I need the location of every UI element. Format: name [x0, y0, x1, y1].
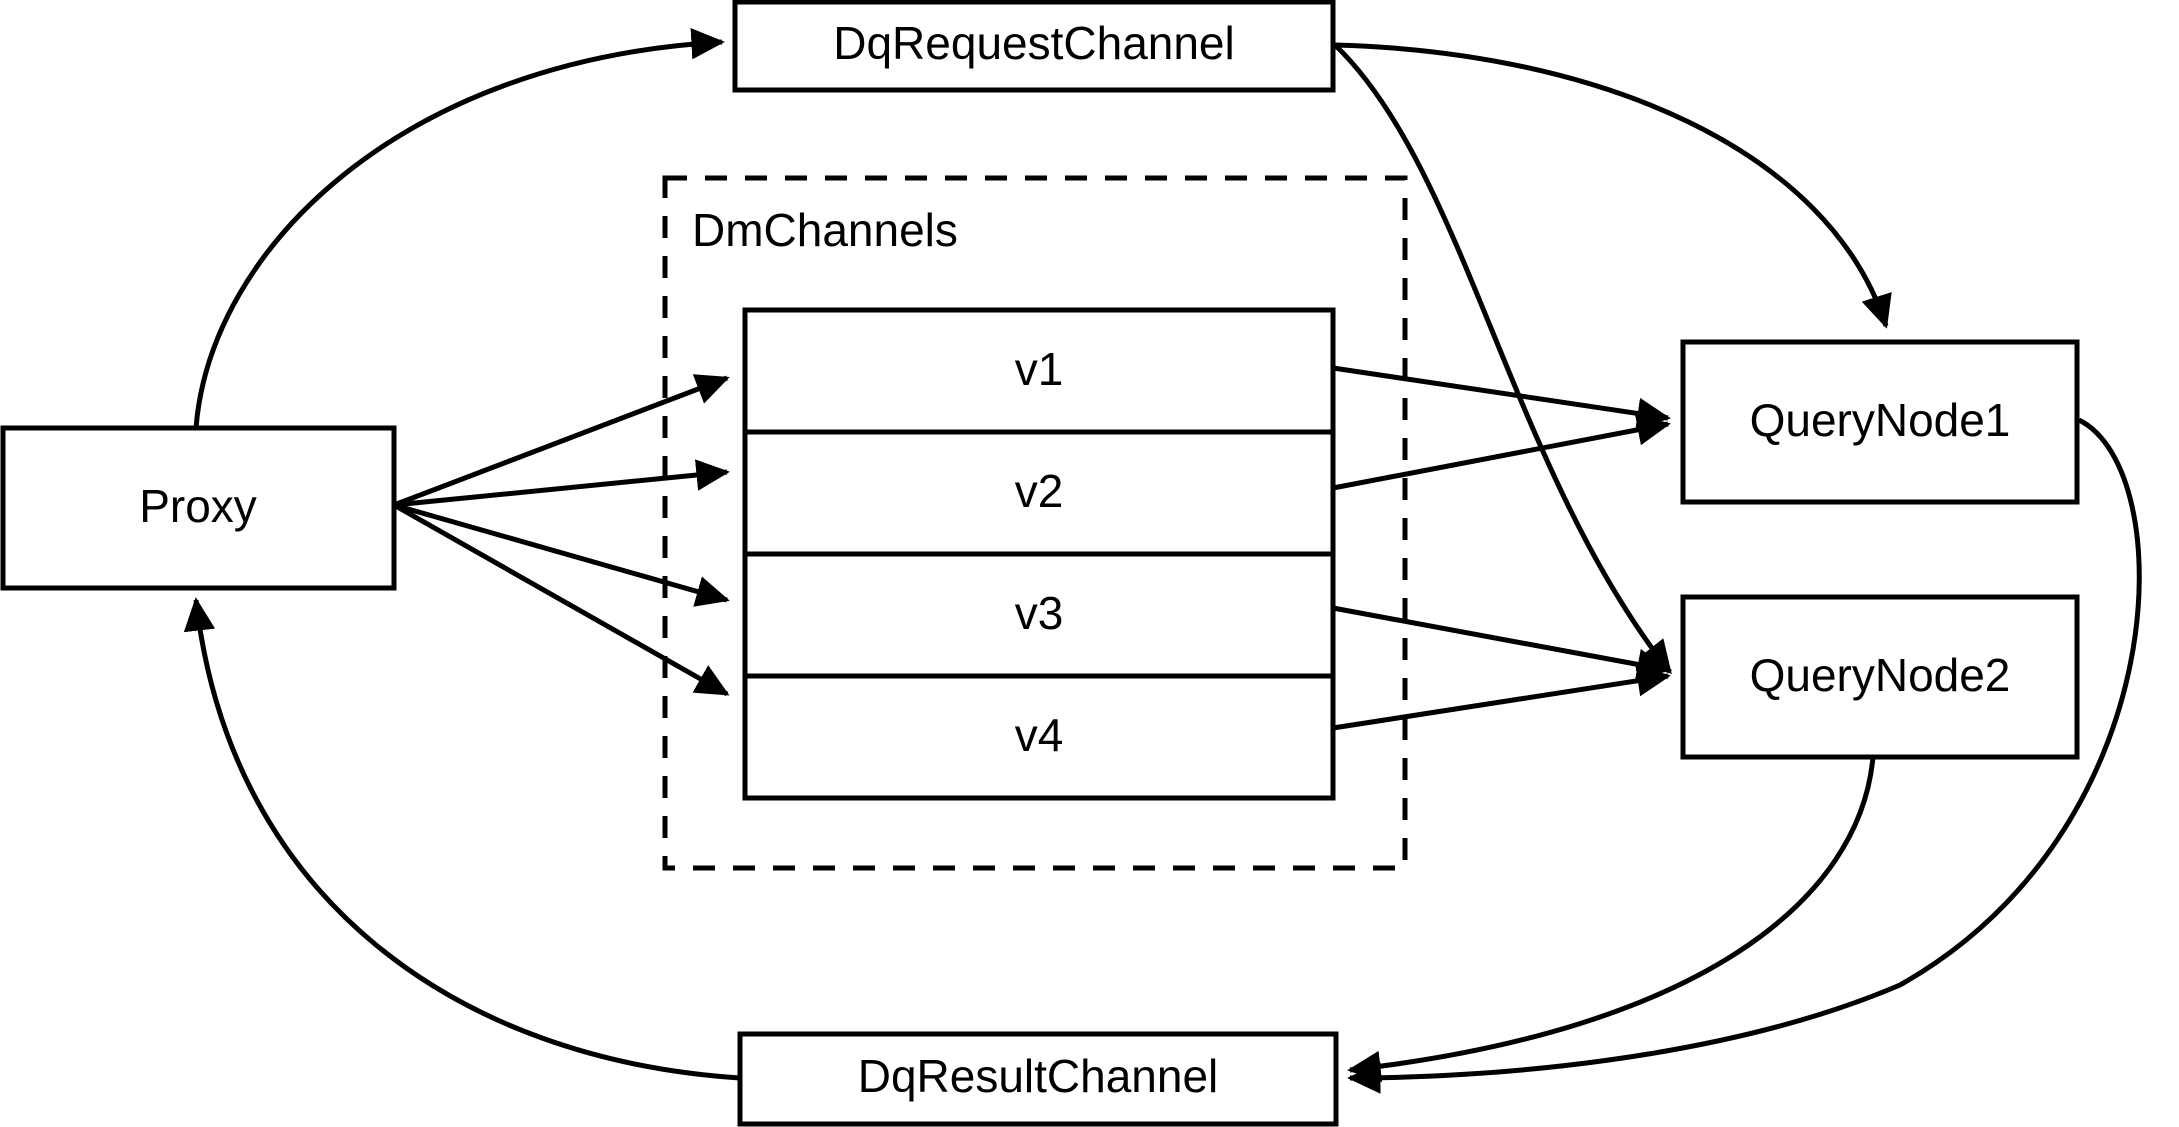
channel-label-v4: v4: [1015, 709, 1064, 761]
proxy-box[interactable]: [0, 425, 397, 591]
channel-label-v3: v3: [1015, 587, 1064, 639]
edge-proxy-to-v3: [393, 502, 730, 607]
dqresultchannel-box[interactable]: [737, 1031, 1339, 1127]
edge-proxy-to-v1: [393, 374, 730, 508]
edge-querynode1-to-dqresultchannel: [1347, 417, 2142, 1094]
dmchannels-group-box: [662, 175, 1408, 871]
edge-querynode2-to-dqresultchannel: [1347, 756, 1876, 1083]
querynode1-label: QueryNode1: [1750, 394, 2011, 446]
channel-label-v2: v2: [1015, 465, 1064, 517]
channel-label-v1: v1: [1015, 343, 1064, 395]
edge-proxy-to-v2: [393, 459, 730, 508]
edge-dqresultchannel-to-proxy: [183, 597, 741, 1081]
querynode2-label: QueryNode2: [1750, 649, 2011, 701]
edge-proxy-to-v4: [392, 502, 730, 697]
edge-v4-to-querynode2: [1332, 665, 1671, 731]
edge-dqrequestchannel-to-querynode1: [1334, 42, 1892, 329]
dqresultchannel-label: DqResultChannel: [858, 1050, 1219, 1102]
dqrequestchannel-box[interactable]: [732, 0, 1336, 93]
proxy-label: Proxy: [139, 480, 257, 532]
dqrequestchannel-label: DqRequestChannel: [833, 17, 1235, 69]
edge-dqrequestchannel-to-querynode2: [1333, 43, 1672, 675]
edge-v2-to-querynode1: [1332, 414, 1671, 491]
edge-v1-to-querynode1: [1332, 365, 1671, 430]
edge-v3-to-querynode2: [1332, 605, 1671, 680]
edge-proxy-to-dqrequestchannel: [193, 28, 725, 429]
querynode1-box[interactable]: [1680, 339, 2080, 505]
querynode2-box[interactable]: [1680, 594, 2080, 760]
dmchannels-group-label: DmChannels: [692, 204, 958, 256]
